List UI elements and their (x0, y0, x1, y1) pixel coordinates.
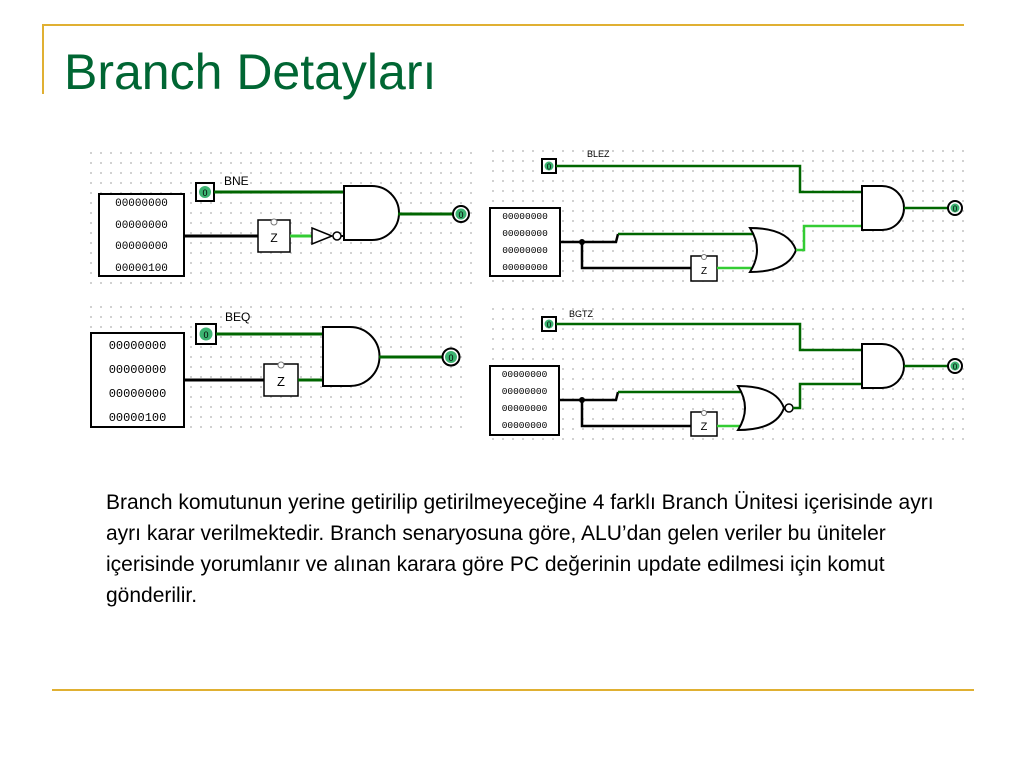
bgtz-circuit-panel: 00000000 00000000 00000000 00000000 Z 0 … (488, 304, 966, 444)
bgtz-register (489, 365, 560, 436)
bne-zero-pin (270, 218, 278, 226)
beq-register-row-3: 00000000 (109, 387, 167, 401)
blez-zero-label: Z (701, 266, 707, 277)
bgtz-input-value: 0 (547, 321, 552, 330)
beq-circuit-diagram: 00000000 00000000 00000000 00000100 Z 0 … (90, 310, 461, 428)
bgtz-output-pin-fill (950, 361, 960, 371)
bgtz-nor-to-and-wire (793, 382, 862, 410)
beq-input-pin-fill (199, 327, 213, 341)
blez-output-value: 0 (953, 205, 958, 214)
blez-bus-junction (579, 239, 585, 245)
bgtz-circuit-diagram: 00000000 00000000 00000000 00000000 Z 0 … (489, 309, 963, 437)
beq-output-pin-fill (445, 351, 457, 363)
bgtz-input-wire (556, 322, 862, 352)
bne-register-row-1: 00000000 (115, 198, 168, 210)
blez-output-pin-fill (950, 203, 960, 213)
blez-input-value: 0 (547, 163, 552, 172)
blez-bus-wire (560, 233, 691, 270)
beq-and-gate[interactable] (322, 326, 381, 387)
bne-label: BNE (224, 174, 249, 188)
bne-register (98, 193, 185, 277)
top-divider (42, 24, 964, 26)
bgtz-register-row-2: 00000000 (502, 386, 548, 397)
bne-register-row-2: 00000000 (115, 220, 168, 232)
blez-register-row-3: 00000000 (502, 245, 548, 256)
bgtz-nor-gate[interactable] (736, 384, 786, 432)
beq-register-row-2: 00000000 (109, 363, 167, 377)
beq-circuit-panel: 00000000 00000000 00000000 00000100 Z 0 … (86, 302, 464, 432)
bgtz-nor-bubble (784, 403, 794, 413)
bne-input-pin-fill (199, 186, 211, 198)
blez-circuit-diagram: 00000000 00000000 00000000 00000000 Z 0 … (489, 149, 963, 282)
bne-not-gate[interactable] (311, 226, 335, 246)
blez-zero-pin (701, 254, 707, 260)
bne-register-row-3: 00000000 (115, 241, 168, 253)
bne-and-gate[interactable] (343, 185, 400, 241)
beq-zero-block[interactable] (263, 363, 299, 397)
beq-zero-pin (277, 361, 285, 369)
bgtz-bus-wire (559, 391, 691, 428)
beq-output-value: 0 (448, 353, 453, 363)
title-accent-bar (42, 24, 44, 94)
blez-or-to-and-wire (796, 224, 862, 252)
bne-output-pin-fill (455, 208, 467, 220)
beq-register (90, 332, 185, 428)
blez-and-gate[interactable] (861, 185, 905, 231)
blez-circuit-panel: 00000000 00000000 00000000 00000000 Z 0 … (488, 146, 966, 288)
bne-output-value: 0 (458, 210, 463, 220)
bgtz-input-pin-fill (544, 319, 554, 329)
bgtz-output-value: 0 (953, 363, 958, 372)
blez-register-row-1: 00000000 (502, 211, 548, 222)
bgtz-register-row-3: 00000000 (502, 403, 548, 414)
blez-input-wire (556, 164, 862, 194)
blez-register-row-4: 00000000 (502, 262, 548, 273)
slide-body-text: Branch komutunun yerine getirilip getiri… (106, 491, 934, 607)
bne-circuit-diagram: 00000000 00000000 00000000 00000100 Z 0 … (98, 174, 470, 277)
bottom-divider (52, 689, 974, 691)
bne-register-row-4: 00000100 (115, 263, 168, 275)
blez-or-gate[interactable] (748, 226, 798, 274)
bgtz-zero-pin (701, 410, 707, 416)
bgtz-bus-junction (579, 397, 585, 403)
blez-register (489, 207, 561, 277)
bgtz-zero-label: Z (701, 421, 708, 433)
blez-input-pin-fill (544, 161, 554, 171)
beq-register-row-4: 00000100 (109, 411, 167, 425)
bgtz-register-row-4: 00000000 (502, 420, 548, 431)
bne-circuit-panel: 00000000 00000000 00000000 00000100 Z 0 … (86, 148, 476, 290)
beq-zero-label: Z (277, 374, 285, 389)
beq-label: BEQ (225, 310, 250, 324)
beq-input-value: 0 (203, 330, 208, 340)
bne-input-value: 0 (202, 188, 207, 198)
bgtz-and-gate[interactable] (861, 343, 905, 389)
blez-label: BLEZ (587, 149, 610, 159)
bne-zero-label: Z (270, 231, 277, 245)
bgtz-label: BGTZ (569, 309, 594, 319)
bne-not-bubble (332, 231, 342, 241)
bgtz-register-row-1: 00000000 (502, 369, 548, 380)
slide-title: Branch Detayları (64, 44, 437, 100)
blez-register-row-2: 00000000 (502, 228, 548, 239)
beq-register-row-1: 00000000 (109, 339, 167, 353)
